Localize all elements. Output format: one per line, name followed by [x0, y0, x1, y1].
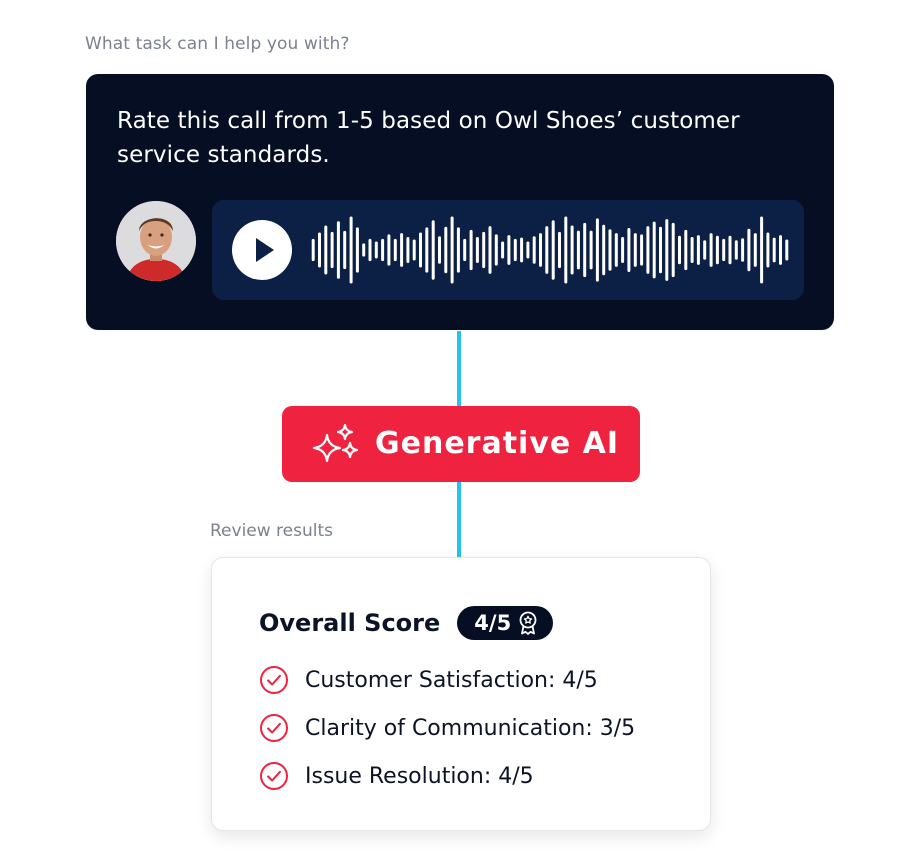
- play-button[interactable]: [232, 220, 292, 280]
- criteria-item: Clarity of Communication: 3/5: [259, 704, 635, 752]
- sparkles-icon: [312, 423, 359, 463]
- results-card: Overall Score 4/5 Customer Satisfaction:…: [211, 557, 711, 831]
- criteria-label: Customer Satisfaction: 4/5: [305, 667, 598, 693]
- avatar: [116, 201, 196, 281]
- audio-player[interactable]: [212, 200, 804, 300]
- waveform[interactable]: [310, 215, 790, 285]
- generative-ai-label: Generative AI: [375, 426, 620, 461]
- score-badge: 4/5: [457, 606, 554, 640]
- criteria-item: Issue Resolution: 4/5: [259, 752, 635, 800]
- check-circle-icon: [260, 762, 288, 790]
- criteria-item: Customer Satisfaction: 4/5: [259, 656, 635, 704]
- criteria-label: Issue Resolution: 4/5: [305, 763, 534, 789]
- criteria-list: Customer Satisfaction: 4/5 Clarity of Co…: [259, 656, 635, 800]
- check-circle-icon: [260, 714, 288, 742]
- overall-score-title: Overall Score: [259, 609, 441, 637]
- prompt-text: Rate this call from 1-5 based on Owl Sho…: [117, 108, 740, 168]
- award-icon: [519, 611, 537, 635]
- prompt-card: Rate this call from 1-5 based on Owl Sho…: [86, 74, 834, 330]
- generative-ai-badge: Generative AI: [282, 406, 640, 482]
- overall-score-row: Overall Score 4/5: [259, 605, 554, 641]
- play-icon: [256, 238, 274, 262]
- review-results-label: Review results: [210, 521, 334, 541]
- check-circle-icon: [260, 666, 288, 694]
- score-value: 4/5: [474, 611, 512, 635]
- connector-line-bottom: [457, 481, 461, 557]
- criteria-label: Clarity of Communication: 3/5: [305, 715, 636, 741]
- connector-line-top: [457, 331, 461, 406]
- prompt-label: What task can I help you with?: [85, 34, 350, 54]
